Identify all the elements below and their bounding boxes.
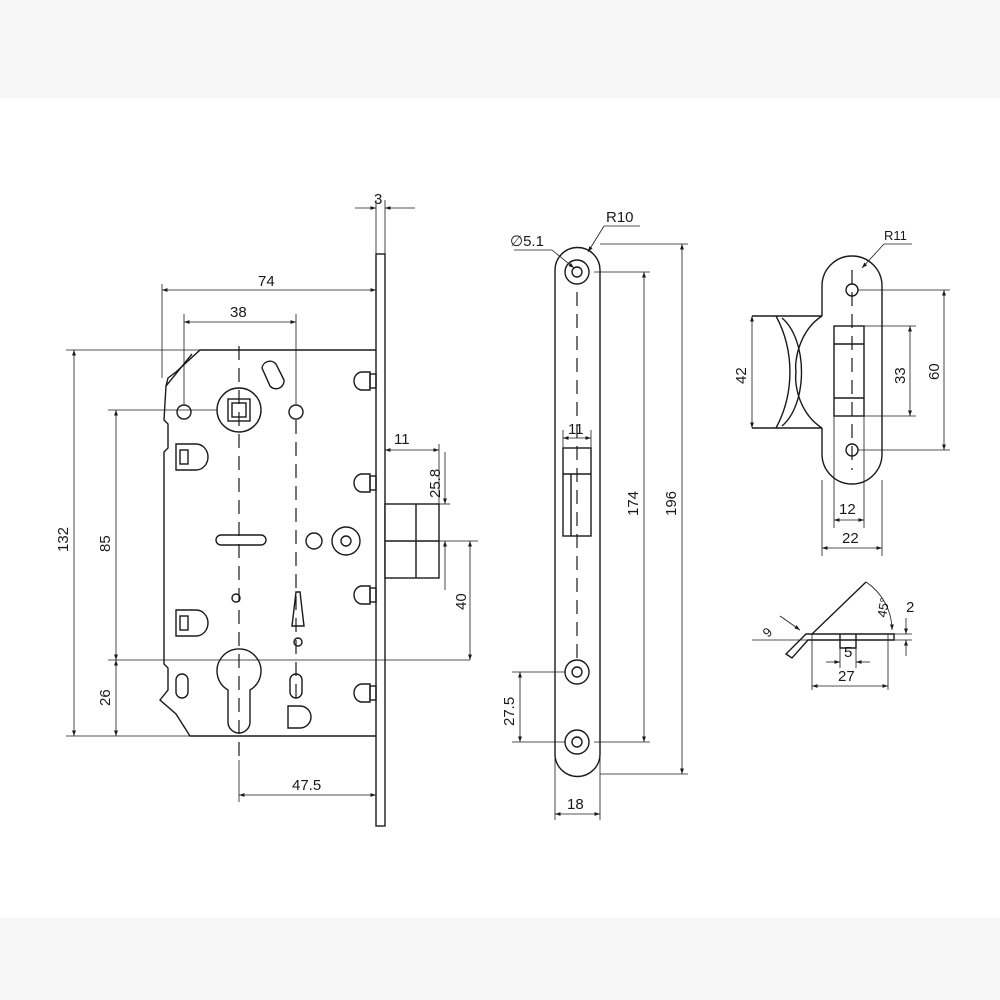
dim-latch-projection: 11 [394, 431, 410, 448]
dim-plate-length: 196 [663, 491, 680, 516]
case-hole [176, 404, 192, 420]
latch-pivot [331, 526, 361, 556]
strike-plate-view: R11 42 33 60 12 22 [733, 228, 950, 556]
dim-faceplate-thickness: 3 [374, 191, 382, 208]
dim-strike-screw-spacing: 60 [926, 363, 943, 380]
dim-strike-opening: 33 [892, 367, 909, 384]
case-hole [305, 532, 323, 550]
dim-strike-radius: R11 [884, 228, 907, 243]
bottom-band [0, 918, 1000, 1000]
dim-strike-opening-width: 12 [839, 501, 856, 518]
top-band [0, 0, 1000, 98]
strike-plate-dimensions: R11 42 33 60 12 22 [733, 228, 950, 556]
dim-strike-width: 22 [842, 530, 859, 547]
screw-hole-top [564, 259, 590, 285]
lock-case [159, 349, 376, 737]
dim-latch-to-cylinder: 40 [453, 593, 470, 610]
strike-side-view: 9 45° 2 5 27 [752, 581, 914, 690]
dim-handle-to-edge: 38 [230, 304, 247, 321]
dim-strike-lip: 42 [733, 367, 750, 384]
dim-screw-spacing: 174 [625, 491, 642, 516]
dim-case-width: 74 [258, 273, 275, 290]
dim-handle-to-cylinder: 85 [97, 535, 114, 552]
dim-cylinder-screw-offset: 27.5 [501, 697, 518, 726]
dim-hole-diameter: ∅5.1 [510, 233, 544, 250]
faceplate-dimensions: ∅5.1 R10 11 174 196 27.5 [501, 209, 688, 820]
dim-backset: 47.5 [292, 777, 321, 794]
spring-slot [261, 360, 285, 390]
lock-body-dimensions: 3 74 38 132 85 26 47.5 [55, 191, 478, 802]
dim-case-height: 132 [55, 527, 72, 552]
screw-bosses [353, 371, 377, 703]
screw-hole-cylinder [564, 659, 590, 685]
dim-strike-total: 27 [838, 668, 855, 685]
faceplate-outline [554, 246, 601, 778]
dim-lip-angle: 45° [874, 597, 892, 619]
dim-cylinder-to-bottom: 26 [97, 689, 114, 706]
dim-plate-radius: R10 [606, 209, 634, 226]
slide-slot [215, 534, 267, 546]
dim-plate-width: 18 [567, 796, 584, 813]
faceplate-view: ∅5.1 R10 11 174 196 27.5 [501, 209, 688, 820]
dim-latch-slot-width: 11 [568, 421, 584, 438]
dim-strike-thickness: 2 [906, 599, 914, 616]
dim-lip-offset: 5 [844, 644, 852, 661]
faceplate [375, 253, 386, 827]
dim-latch-height: 25.8 [427, 469, 444, 498]
case-hole [288, 404, 304, 420]
dim-lip-length: 9 [760, 624, 776, 640]
screw-hole-bottom [564, 729, 590, 755]
side-lug [175, 609, 209, 637]
strike-opening [833, 325, 865, 417]
strike-lip-curve [775, 315, 791, 429]
bottom-lug [287, 705, 312, 729]
cylinder-cutout [216, 648, 262, 734]
side-lug [175, 443, 209, 471]
lock-body-view: 3 74 38 132 85 26 47.5 [55, 191, 478, 827]
